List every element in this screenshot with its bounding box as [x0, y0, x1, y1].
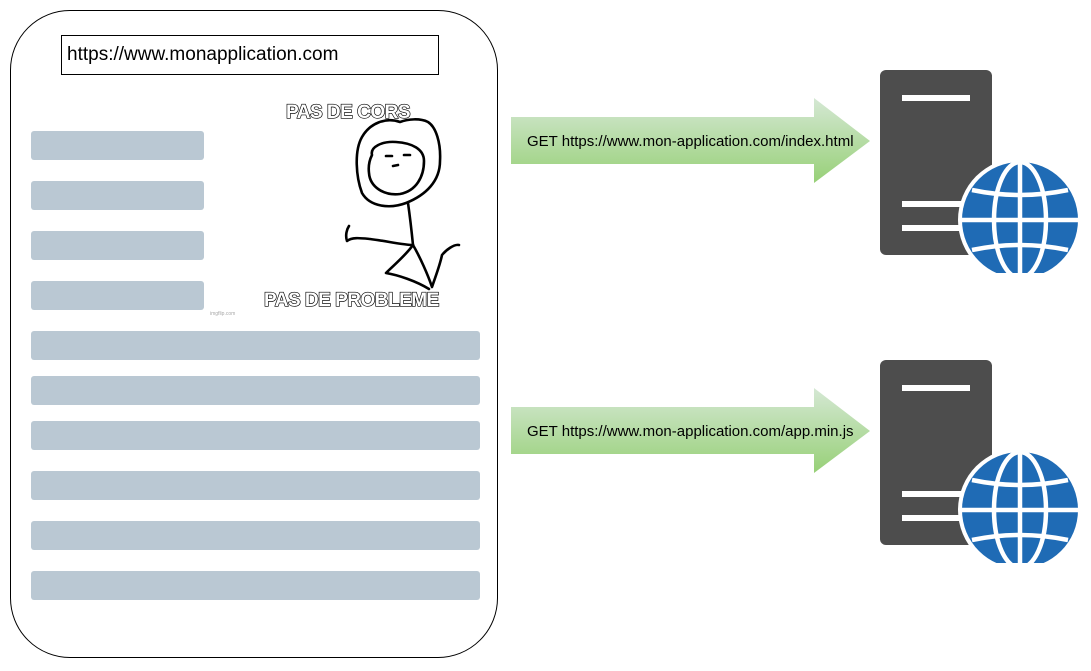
meme-watermark: imgflip.com [210, 311, 236, 317]
request-arrow-app-js [511, 388, 870, 473]
content-placeholder-bar [31, 131, 204, 160]
content-placeholder-bar [31, 421, 480, 450]
content-placeholder-bar [31, 471, 480, 500]
content-placeholder-bar [31, 376, 480, 405]
request-label-app-js: GET https://www.mon-application.com/app.… [527, 423, 854, 440]
content-placeholder-bar [31, 181, 204, 210]
content-placeholder-bar [31, 331, 480, 360]
globe-icon [958, 158, 1082, 273]
web-server-icon [880, 70, 1082, 273]
request-label-index: GET https://www.mon-application.com/inde… [527, 133, 854, 150]
meme-image: PAS DE CORS PAS DE PROBLEME imgflip.com [210, 95, 480, 320]
content-placeholder-bar [31, 281, 204, 310]
request-arrow-index [511, 98, 870, 183]
meme-top-text: PAS DE CORS [285, 101, 411, 123]
address-bar[interactable]: https://www.monapplication.com [61, 35, 439, 75]
stick-figure-drawing [344, 118, 461, 291]
meme-bottom-text: PAS DE PROBLEME [263, 289, 440, 311]
content-placeholder-bar [31, 571, 480, 600]
content-placeholder-bar [31, 521, 480, 550]
globe-icon [958, 448, 1082, 563]
web-server-icon [880, 360, 1082, 563]
content-placeholder-bar [31, 231, 204, 260]
